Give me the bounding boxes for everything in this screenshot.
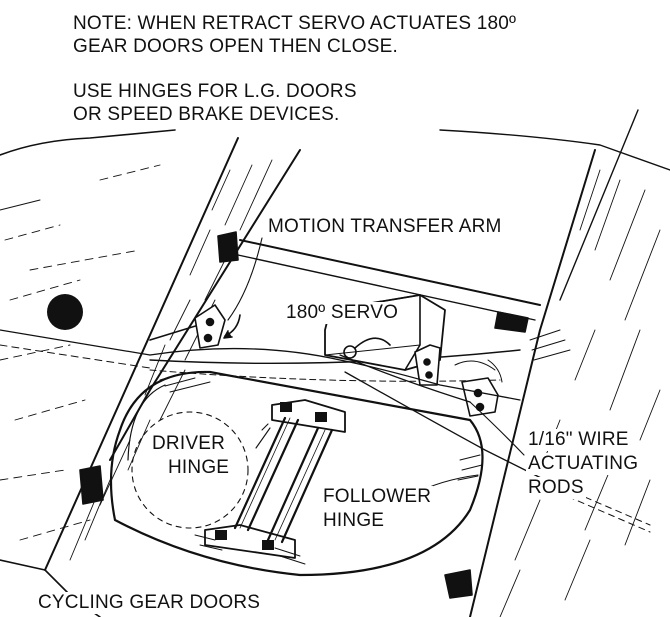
left-bellcrank [194, 304, 241, 349]
wheel-well-outline [131, 411, 249, 529]
driver-label-1: DRIVER [150, 433, 227, 455]
right-bellcrank [454, 359, 503, 417]
note-line-2: GEAR DOORS OPEN THEN CLOSE. [73, 36, 398, 57]
note-line-3: USE HINGES FOR L.G. DOORS [73, 81, 357, 102]
servo-bracket [414, 344, 441, 386]
gear-bay-structure [0, 239, 541, 382]
diagram-caption: CYCLING GEAR DOORS [36, 592, 263, 614]
driver-label-2: HINGE [166, 457, 232, 479]
servo-label: 180º SERVO [284, 302, 401, 324]
follower-label-2: HINGE [321, 510, 387, 532]
rivet-dot [47, 294, 83, 330]
hinge-assembly [204, 399, 346, 559]
wire-label-1: 1/16" WIRE [526, 429, 631, 451]
gear-door-panel [109, 370, 484, 577]
follower-label-1: FOLLOWER [321, 486, 434, 508]
actuating-rods [149, 347, 651, 533]
spar-hinge-tabs [79, 231, 529, 599]
shadow-hatching [159, 329, 571, 565]
right-fuselage-panel [439, 109, 670, 617]
left-wing-panel [0, 129, 176, 541]
motion-transfer-arm-label: MOTION TRANSFER ARM [266, 216, 504, 238]
note-line-1: NOTE: WHEN RETRACT SERVO ACTUATES 180º [73, 13, 517, 34]
note-line-4: OR SPEED BRAKE DEVICES. [73, 104, 340, 125]
wire-label-3: RODS [526, 477, 586, 499]
wire-label-2: ACTUATING [526, 453, 641, 475]
